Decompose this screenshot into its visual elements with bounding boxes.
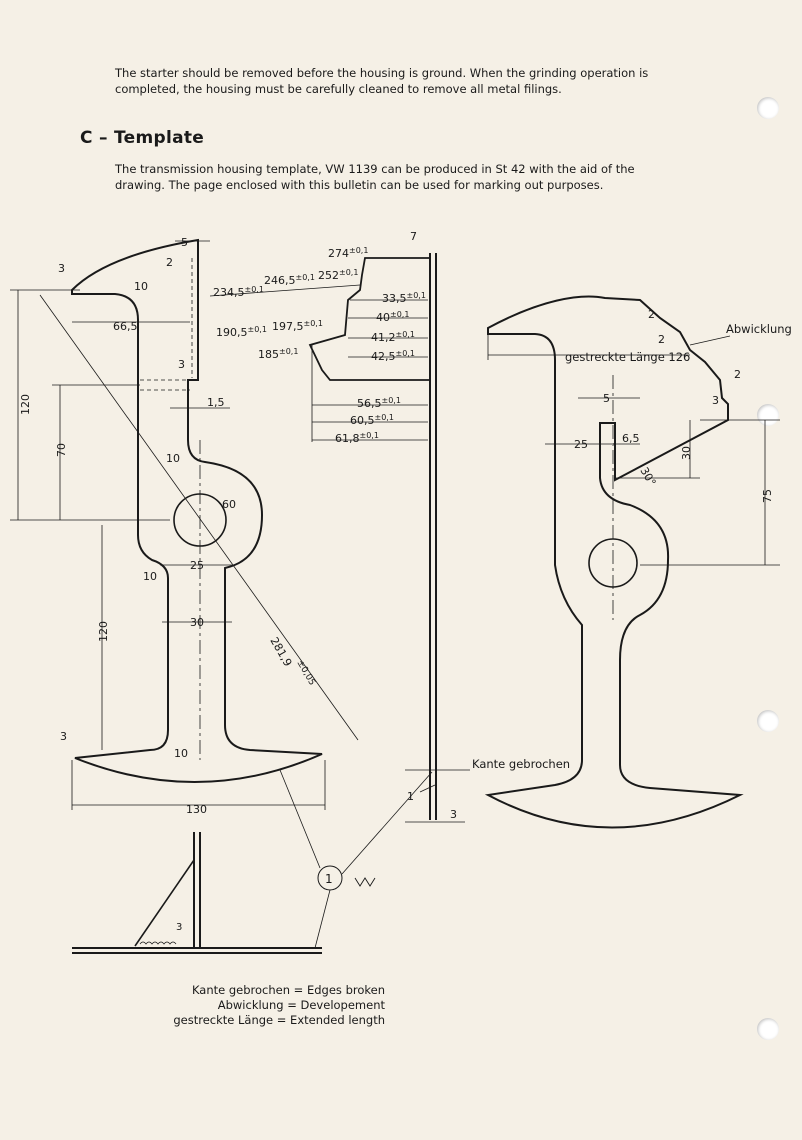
dim-6-5: 6,5 bbox=[622, 432, 640, 445]
label-gestreckte-laenge: gestreckte Länge 126 bbox=[565, 350, 690, 364]
dim-2: 2 bbox=[658, 333, 665, 346]
section-heading: C – Template bbox=[80, 128, 205, 148]
dim-2: 2 bbox=[648, 308, 655, 321]
center-dimension-lines bbox=[209, 284, 470, 823]
dim-234-5: 234,5±0,1 bbox=[213, 285, 264, 299]
dim-2: 2 bbox=[166, 256, 173, 269]
tolerance-label: ±0,1 bbox=[375, 413, 394, 422]
glossary-item: Kante gebrochen = Edges broken bbox=[191, 983, 385, 997]
dim-60-5: 60,5±0,1 bbox=[350, 413, 394, 427]
dim-1-5: 1,5 bbox=[207, 396, 225, 409]
tolerance-label: ±0,1 bbox=[349, 246, 368, 255]
dim-30-deg: 30° bbox=[637, 465, 658, 488]
tolerance-label: ±0,1 bbox=[396, 349, 415, 358]
tolerance-label: ±0,1 bbox=[396, 330, 415, 339]
glossary-item: Abwicklung = Developement bbox=[217, 998, 385, 1012]
dim-120: 120 bbox=[19, 394, 32, 415]
template-outline-right bbox=[484, 295, 744, 829]
dim-281-9: 281,9 bbox=[267, 635, 294, 669]
dim-3: 3 bbox=[178, 358, 185, 371]
dim-30: 30 bbox=[680, 446, 693, 460]
binder-hole bbox=[757, 404, 779, 426]
dim-7: 7 bbox=[410, 230, 417, 243]
binder-hole bbox=[757, 1018, 779, 1040]
dim-185: 185±0,1 bbox=[258, 347, 298, 361]
tolerance-label: ±0,1 bbox=[407, 291, 426, 300]
dim-5: 5 bbox=[181, 236, 188, 249]
tolerance-label: ±0,1 bbox=[360, 431, 379, 440]
tolerance-label: ±0,1 bbox=[304, 319, 323, 328]
dim-120: 120 bbox=[97, 621, 110, 642]
dim-3: 3 bbox=[712, 394, 719, 407]
left-dimension-lines bbox=[10, 240, 359, 810]
dim-10: 10 bbox=[174, 747, 188, 760]
dim-3: 3 bbox=[450, 808, 457, 821]
glossary-item: gestreckte Länge = Extended length bbox=[173, 1013, 385, 1027]
label-abwicklung: Abwicklung bbox=[726, 322, 792, 336]
tolerance-label: ±0,1 bbox=[248, 325, 267, 334]
tolerance-label: ±0,1 bbox=[382, 396, 401, 405]
dim-75: 75 bbox=[761, 489, 774, 503]
finish-callout: 1 bbox=[325, 872, 333, 886]
tolerance-label: ±0,1 bbox=[339, 268, 358, 277]
dim-33-5: 33,5±0,1 bbox=[382, 291, 426, 305]
glossary: Kante gebrochen = Edges broken Abwicklun… bbox=[150, 983, 385, 1028]
dim-25: 25 bbox=[574, 438, 588, 451]
weld-3: 3 bbox=[176, 922, 182, 933]
dim-70: 70 bbox=[55, 443, 68, 457]
dim-40: 40±0,1 bbox=[376, 310, 409, 324]
dim-10: 10 bbox=[134, 280, 148, 293]
dim-10: 10 bbox=[166, 452, 180, 465]
dim-274: 274±0,1 bbox=[328, 246, 368, 260]
dim-10: 10 bbox=[143, 570, 157, 583]
dim-252: 252±0,1 bbox=[318, 268, 358, 282]
dim-60: 60 bbox=[222, 498, 236, 511]
body-paragraph: The transmission housing template, VW 11… bbox=[115, 162, 635, 192]
dim-61-8: 61,8±0,1 bbox=[335, 431, 379, 445]
dim-190-5: 190,5±0,1 bbox=[216, 325, 267, 339]
dim-197-5: 197,5±0,1 bbox=[272, 319, 323, 333]
label-kante-gebrochen: Kante gebrochen bbox=[472, 757, 570, 771]
tolerance-label: ±0,1 bbox=[296, 273, 315, 282]
dim-56-5: 56,5±0,1 bbox=[357, 396, 401, 410]
side-profile bbox=[308, 253, 437, 820]
tolerance-label: ±0,1 bbox=[390, 310, 409, 319]
binder-hole bbox=[757, 710, 779, 732]
tolerance-label: ±0,1 bbox=[245, 285, 264, 294]
right-dimension-lines bbox=[487, 330, 780, 620]
dim-246-5: 246,5±0,1 bbox=[264, 273, 315, 287]
dim-3: 3 bbox=[58, 262, 65, 275]
dim-3: 3 bbox=[60, 730, 67, 743]
tolerance-label: ±0,1 bbox=[279, 347, 298, 356]
welded-bracket: 3 bbox=[72, 832, 322, 954]
dim-130: 130 bbox=[186, 803, 207, 816]
dim-30: 30 bbox=[190, 616, 204, 629]
dim-5: 5 bbox=[603, 392, 610, 405]
dim-66-5: 66,5 bbox=[113, 320, 138, 333]
intro-paragraph: The starter should be removed before the… bbox=[115, 66, 649, 96]
dim-25: 25 bbox=[190, 559, 204, 572]
dim-42-5: 42,5±0,1 bbox=[371, 349, 415, 363]
dim-41-2: 41,2±0,1 bbox=[371, 330, 415, 344]
surface-finish-symbol: 1 bbox=[279, 769, 433, 949]
dim-281-9-tol: ±0,05 bbox=[294, 659, 316, 688]
dim-2: 2 bbox=[734, 368, 741, 381]
binder-hole bbox=[757, 97, 779, 119]
